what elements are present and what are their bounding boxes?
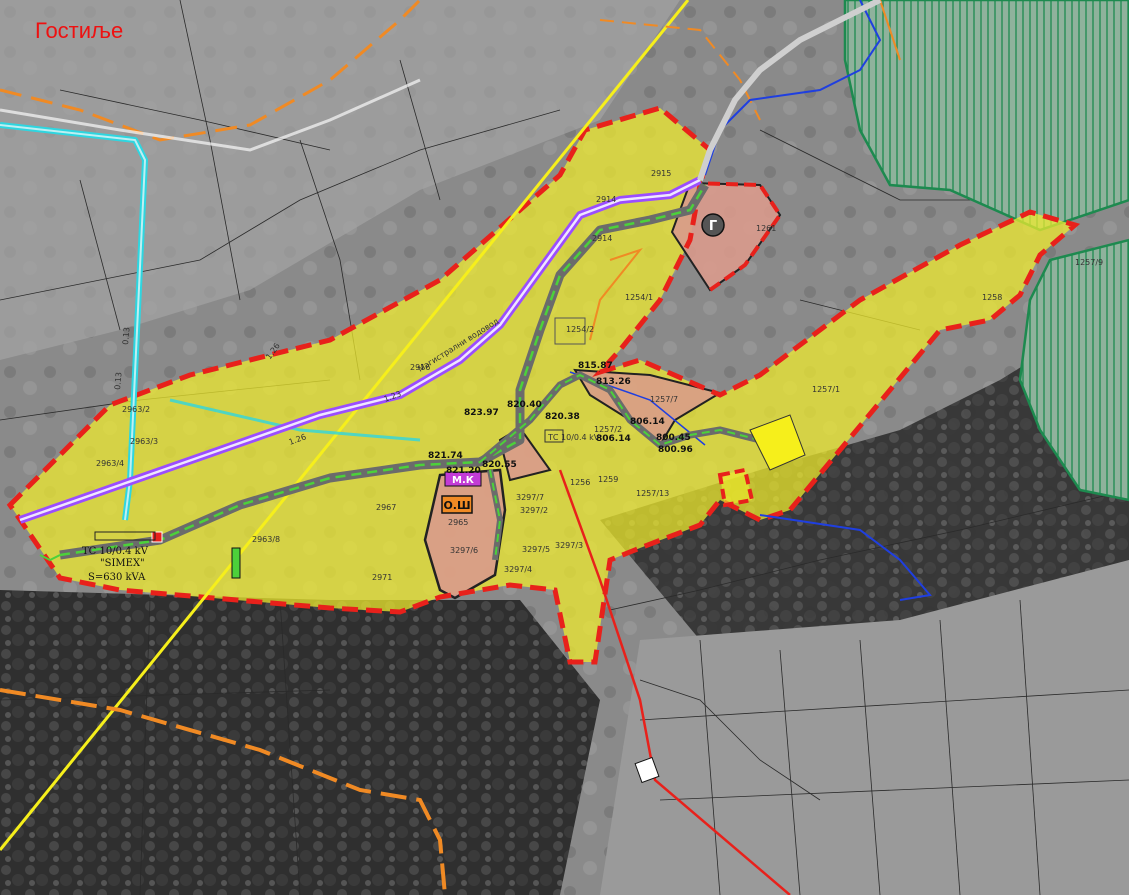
svg-text:821.74: 821.74 (428, 451, 463, 461)
svg-text:1257/7: 1257/7 (650, 395, 678, 404)
forest-hatch-east (1018, 238, 1129, 502)
svg-text:2965: 2965 (448, 518, 468, 527)
svg-text:813.26: 813.26 (596, 377, 631, 387)
substation-marker-icon[interactable] (151, 531, 163, 543)
svg-text:1257/13: 1257/13 (636, 489, 669, 498)
line-label-1: 0.13 (121, 327, 132, 346)
svg-text:2914: 2914 (596, 195, 616, 204)
svg-text:2963/3: 2963/3 (130, 437, 158, 446)
cemetery-boundary (689, 181, 783, 292)
svg-text:823.97: 823.97 (464, 408, 499, 418)
svg-text:1257/2: 1257/2 (594, 425, 622, 434)
white-road-north (0, 78, 421, 152)
svg-text:1257/9: 1257/9 (1075, 258, 1103, 267)
svg-text:1257/1: 1257/1 (812, 385, 840, 394)
svg-text:820.55: 820.55 (482, 460, 517, 470)
svg-text:2963/2: 2963/2 (122, 405, 150, 414)
svg-text:806.14: 806.14 (630, 417, 665, 427)
orange-line-ne2 (879, 0, 901, 61)
svg-text:820.40: 820.40 (507, 400, 542, 410)
road-grey-ne (697, 0, 882, 181)
svg-text:1259: 1259 (598, 475, 618, 484)
svg-text:1258: 1258 (982, 293, 1002, 302)
svg-text:"SIMEX": "SIMEX" (100, 558, 145, 569)
cemetery-symbol-icon[interactable] (701, 213, 725, 237)
substation-building (94, 531, 156, 541)
green-post-icon (231, 547, 241, 579)
village-roads[interactable] (39, 182, 761, 562)
forest-hatch-north (843, 0, 1129, 232)
substation-label: ТС 10/0.4 kV "SIMEX" S=630 kVA (82, 546, 149, 583)
svg-text:815.87: 815.87 (578, 361, 613, 371)
svg-text:3297/6: 3297/6 (450, 546, 478, 555)
svg-text:2971: 2971 (372, 573, 392, 582)
blue-line-east[interactable] (759, 514, 932, 601)
svg-text:3297/7: 3297/7 (516, 493, 544, 502)
school-symbol-label: О.Ш (443, 499, 470, 512)
red-line-marker-icon (634, 756, 660, 784)
svg-text:1256: 1256 (570, 478, 590, 487)
elevation-labels: 823.97 820.40 820.38 821.74 821.20 820.5… (428, 361, 693, 476)
svg-text:2963/4: 2963/4 (96, 459, 124, 468)
svg-text:2967: 2967 (376, 503, 396, 512)
orange-road-north[interactable] (0, 0, 422, 142)
svg-text:800.45: 800.45 (656, 433, 691, 443)
planning-boundary[interactable] (6, 105, 1081, 665)
svg-text:1254/2: 1254/2 (566, 325, 594, 334)
svg-text:2916: 2916 (410, 363, 430, 372)
enclave-boundary (717, 467, 755, 508)
field-area-se (600, 560, 1129, 895)
svg-text:3297/2: 3297/2 (520, 506, 548, 515)
substation-2-label: ТС 10/0.4 kV (547, 433, 600, 442)
forest-south-west (0, 590, 600, 895)
cyan-line-inner (0, 124, 147, 521)
red-line-south[interactable] (558, 469, 791, 895)
svg-text:2963/8: 2963/8 (252, 535, 280, 544)
svg-text:3297/4: 3297/4 (504, 565, 532, 574)
line-label-2: 0.13 (113, 372, 124, 391)
svg-text:1261: 1261 (756, 224, 776, 233)
svg-text:800.96: 800.96 (658, 445, 693, 455)
cemetery-symbol-label: Г (709, 219, 717, 234)
orange-line-zone (589, 247, 643, 341)
local-office-symbol-icon[interactable] (444, 471, 482, 487)
place-name: Гостиље (35, 18, 123, 43)
svg-text:3297/5: 3297/5 (522, 545, 550, 554)
planning-zone-fill (10, 108, 1075, 662)
local-office-symbol-label: М.К (452, 475, 475, 486)
school-symbol-icon[interactable] (441, 495, 473, 514)
svg-text:1254/1: 1254/1 (625, 293, 653, 302)
field-area-nw (0, 0, 680, 360)
svg-text:2914: 2914 (592, 234, 612, 243)
cyan-line-branch (169, 398, 421, 442)
svg-text:2915: 2915 (651, 169, 671, 178)
parcel-labels: 2914 2915 2914 1261 1257/9 1254/1 1254/2… (96, 169, 1103, 582)
svg-text:3297/3: 3297/3 (555, 541, 583, 550)
svg-text:ТС 10/0.4 kV: ТС 10/0.4 kV (82, 546, 149, 557)
water-main-inner (19, 178, 701, 522)
svg-text:820.38: 820.38 (545, 412, 580, 422)
orange-road-south[interactable] (0, 688, 447, 895)
svg-text:821.20: 821.20 (446, 466, 481, 476)
forest-east (600, 300, 1129, 650)
sports-field[interactable] (749, 414, 806, 471)
building-small (554, 317, 586, 345)
svg-text:806.14: 806.14 (596, 434, 631, 444)
svg-text:S=630 kVA: S=630 kVA (88, 572, 146, 583)
substation-box-2 (544, 429, 564, 443)
